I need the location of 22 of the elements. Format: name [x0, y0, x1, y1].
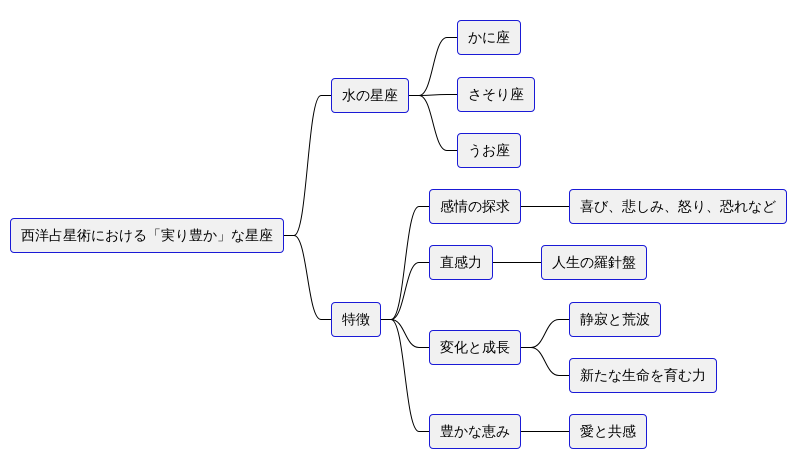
topic-box: 特徴	[331, 302, 381, 337]
topic-box: 感情の探求	[429, 189, 521, 224]
topic-box: 静寂と荒波	[569, 302, 661, 337]
connector-line	[520, 206, 570, 207]
topic-box: 変化と成長	[429, 330, 521, 365]
topic-box: 愛と共感	[569, 414, 647, 449]
topic-box: さそり座	[457, 77, 535, 112]
topic-box: かに座	[457, 20, 521, 55]
topic-box: 新たな生命を育む力	[569, 358, 717, 393]
topic-box: 人生の羅針盤	[541, 245, 647, 280]
topic-box: 水の星座	[331, 78, 409, 113]
topic-box: 直感力	[429, 245, 493, 280]
connector-line	[408, 95, 458, 151]
connector-line	[284, 235, 332, 320]
topic-box: 西洋占星術における「実り豊か」な星座	[10, 218, 284, 253]
connector-line	[380, 319, 430, 432]
topic-box: 喜び、悲しみ、怒り、恐れなど	[569, 189, 787, 224]
topic-box: うお座	[457, 133, 521, 168]
connector-line	[520, 431, 570, 432]
connector-line	[492, 262, 542, 263]
connector-line	[520, 347, 570, 376]
topic-box: 豊かな恵み	[429, 414, 521, 449]
